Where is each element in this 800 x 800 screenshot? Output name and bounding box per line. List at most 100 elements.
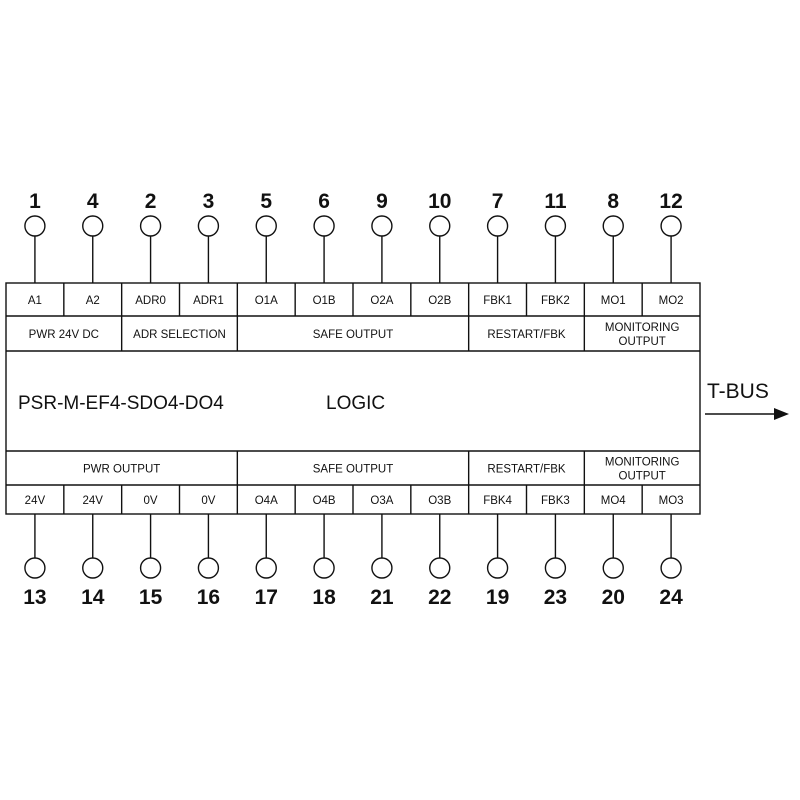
group-band: ADR SELECTION — [120, 316, 226, 351]
terminal-label: O1B — [313, 295, 336, 307]
group-label: RESTART/FBK — [487, 329, 565, 341]
terminal-9: O2A 9 — [352, 190, 394, 316]
terminal-12: MO2 12 — [641, 190, 684, 316]
terminal-number: 9 — [376, 190, 388, 213]
terminal-number: 11 — [544, 190, 567, 213]
group-label: PWR 24V DC — [29, 329, 99, 341]
terminal-number: 14 — [81, 586, 105, 609]
screw-terminal-icon — [602, 557, 624, 579]
terminal-number: 16 — [197, 586, 220, 609]
screw-terminal-icon — [486, 557, 509, 579]
terminal-label: O3B — [428, 495, 451, 507]
terminal-3: ADR1 3 — [178, 190, 224, 316]
terminal-number: 4 — [87, 190, 99, 213]
terminal-label: FBK1 — [483, 295, 512, 307]
top-terminal-row: A11A24ADR02ADR13O1A5O1B6O2A9O2B10FBK17FB… — [24, 190, 684, 316]
terminal-label: A1 — [28, 295, 42, 307]
group-band: RESTART/FBK — [467, 451, 566, 485]
screw-terminal-icon — [24, 215, 46, 237]
group-label: ADR SELECTION — [133, 329, 226, 341]
terminal-label: FBK3 — [541, 495, 570, 507]
group-label: OUTPUT — [619, 471, 666, 483]
terminal-number: 18 — [312, 586, 336, 609]
terminal-label: O2A — [370, 295, 393, 307]
terminal-number: 17 — [255, 586, 278, 609]
group-band: PWR OUTPUT — [83, 464, 160, 476]
screw-terminal-icon — [544, 557, 567, 579]
screw-terminal-icon — [602, 215, 624, 237]
logic-label: LOGIC — [326, 393, 385, 414]
terminal-label: 0V — [201, 495, 215, 507]
terminal-label: O1A — [255, 295, 278, 307]
group-label: MONITORING — [605, 457, 680, 469]
terminal-label: MO3 — [659, 495, 684, 507]
terminal-number: 23 — [544, 586, 567, 609]
t-bus-arrow-head — [774, 408, 789, 420]
screw-terminal-icon — [544, 215, 567, 237]
screw-terminal-icon — [486, 215, 509, 237]
screw-terminal-icon — [371, 215, 393, 237]
screw-terminal-icon — [82, 557, 104, 579]
group-band: MONITORING OUTPUT — [583, 451, 680, 485]
terminal-label: 0V — [144, 495, 158, 507]
terminal-number: 1 — [29, 190, 41, 213]
terminal-number: 24 — [659, 586, 683, 609]
terminal-14: 24V 14 — [63, 485, 105, 609]
terminal-5: O1A 5 — [236, 190, 278, 316]
terminal-label: O3A — [370, 495, 393, 507]
terminal-label: ADR0 — [135, 295, 166, 307]
terminal-label: 24V — [83, 495, 104, 507]
group-label: RESTART/FBK — [487, 464, 565, 476]
terminal-label: FBK4 — [483, 495, 512, 507]
screw-terminal-icon — [139, 215, 162, 237]
t-bus-connector: T-BUS — [705, 380, 789, 420]
terminal-4: A24 — [63, 190, 104, 316]
group-label: MONITORING — [605, 322, 680, 334]
terminal-label: 24V — [25, 495, 46, 507]
screw-terminal-icon — [660, 557, 682, 579]
terminal-label: O4B — [313, 495, 336, 507]
terminal-number: 10 — [428, 190, 451, 213]
group-band: RESTART/FBK — [467, 316, 566, 351]
screw-terminal-icon — [371, 557, 393, 579]
terminal-number: 5 — [260, 190, 272, 213]
model-label: PSR-M-EF4-SDO4-DO4 — [18, 393, 224, 414]
terminal-number: 21 — [370, 586, 394, 609]
group-band: PWR 24V DC — [29, 329, 99, 341]
terminal-number: 12 — [659, 190, 682, 213]
screw-terminal-icon — [313, 215, 335, 237]
t-bus-label: T-BUS — [707, 380, 769, 403]
terminal-label: MO2 — [659, 295, 684, 307]
group-label: SAFE OUTPUT — [313, 464, 394, 476]
group-label: OUTPUT — [619, 336, 666, 348]
terminal-23: FBK3 23 — [525, 485, 570, 609]
screw-terminal-icon — [255, 215, 277, 237]
group-band: SAFE OUTPUT — [236, 316, 394, 351]
terminal-label: ADR1 — [193, 295, 224, 307]
terminal-number: 3 — [203, 190, 215, 213]
terminal-label: MO1 — [601, 295, 626, 307]
terminal-22: O3B 22 — [410, 485, 452, 609]
terminal-16: 0V 16 — [178, 485, 220, 609]
terminal-number: 22 — [428, 586, 451, 609]
screw-terminal-icon — [660, 215, 682, 237]
group-label: SAFE OUTPUT — [313, 329, 394, 341]
terminal-21: O3A 21 — [352, 485, 394, 609]
terminal-15: 0V 15 — [120, 485, 163, 609]
screw-terminal-icon — [197, 215, 220, 237]
top-group-row: PWR 24V DC ADR SELECTION SAFE OUTPUT RESTAR… — [29, 316, 680, 351]
terminal-24: MO3 24 — [641, 485, 684, 609]
screw-terminal-icon — [24, 557, 46, 579]
group-band: MONITORING OUTPUT — [583, 316, 680, 351]
terminal-number: 20 — [602, 586, 625, 609]
terminal-number: 15 — [139, 586, 163, 609]
